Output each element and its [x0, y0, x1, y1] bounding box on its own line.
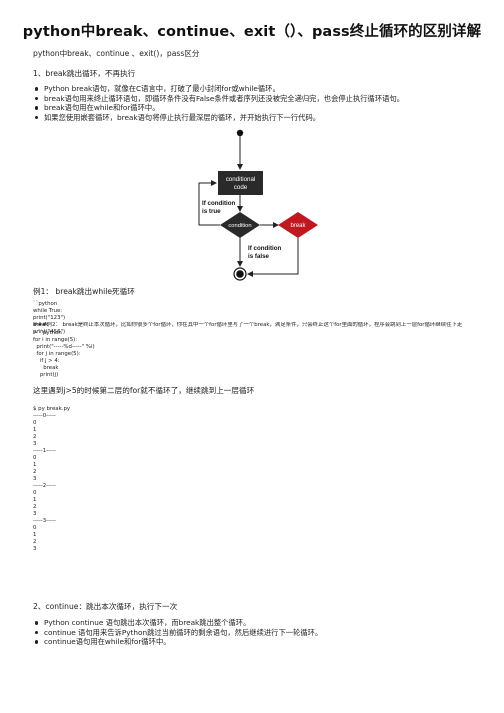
list-item: 如果您使用嵌套循环，break语句将停止执行最深层的循环，并开始执行下一行代码。 [33, 113, 404, 123]
start-node [236, 129, 244, 137]
article-title: python中break、continue、exit（）、pass终止循环的区别… [22, 24, 482, 40]
if-false-label-line1: If condition [248, 245, 282, 252]
output-line: 2 [33, 504, 37, 510]
output-line: 3 [33, 511, 37, 517]
condition-diamond [220, 212, 260, 238]
output-line: -----3----- [33, 518, 56, 524]
output-prompt: $ py break.py [33, 406, 71, 412]
code-line: break [33, 365, 59, 371]
code-line: print("-----%d-----" %i) [33, 344, 95, 350]
code-line: print("456") [33, 329, 66, 335]
output-line: 0 [33, 420, 37, 426]
output-line: 3 [33, 546, 37, 552]
output-line: 2 [33, 539, 37, 545]
output-line: 0 [33, 525, 37, 531]
output-line: 1 [33, 462, 37, 468]
example2-explanation: ###例2： break是终止本次循环，比如你很多个for循环，你在其中一个fo… [33, 322, 463, 328]
break-flowchart: conditional code condition If condition … [198, 129, 318, 281]
code-line: print(j) [33, 372, 59, 378]
break-diamond [278, 212, 318, 238]
section1-heading: 1、break跳出循环，不再执行 [33, 69, 136, 78]
code-line: for i in range(5): [33, 337, 78, 343]
output-line: 0 [33, 490, 37, 496]
list-item: Python continue 语句跳出本次循环，而break跳出整个循环。 [33, 618, 322, 628]
conditional-code-label-line1: conditional [226, 176, 256, 183]
section1-bullet-list: Python break语句，就像在C语言中，打破了最小封闭for或while循… [33, 84, 404, 122]
break-label: break [290, 223, 306, 229]
list-item: break语句用在while和for循环中。 [33, 103, 404, 113]
code-line: break [33, 322, 49, 328]
example1-heading: 例1： break跳出while死循环 [33, 287, 135, 296]
if-true-label-line1: If condition [202, 200, 236, 207]
code-line: if j > 4: [33, 358, 60, 364]
conditional-code-label-line2: code [234, 184, 248, 191]
example2-note: 这里遇到j>5的时候第二层的for就不循环了，继续跳到上一层循环 [33, 386, 255, 395]
output-line: 1 [33, 497, 37, 503]
program-output: $ py break.py -----0----- 0 1 2 3 -----1… [33, 406, 70, 553]
output-line: -----1----- [33, 448, 56, 454]
output-line: 0 [33, 455, 37, 461]
list-item: continue语句用在while和for循环中。 [33, 637, 322, 647]
article-subtitle: python中break、continue 、exit()，pass区分 [33, 49, 200, 58]
output-line: 1 [33, 427, 37, 433]
condition-label: condition [228, 223, 251, 229]
code-line: ``python [33, 301, 58, 307]
output-line: 3 [33, 476, 37, 482]
example1-code: ``python while True: print("123") break … [33, 301, 65, 336]
list-item: continue 语句用来告诉Python跳过当前循环的剩余语句，然后继续进行下… [33, 628, 322, 638]
output-line: -----0----- [33, 413, 56, 419]
code-line: while True: [33, 308, 63, 314]
list-item: break语句用来终止循环语句，即循环条件没有False条件或者序列还没被完全递… [33, 94, 404, 104]
output-line: 3 [33, 441, 37, 447]
example2-code: >``python for i in range(5): print("----… [33, 330, 95, 379]
code-line: for j in range(5): [33, 351, 81, 357]
conditional-code-box [218, 171, 263, 195]
if-false-label-line2: is false [248, 253, 270, 260]
output-line: 1 [33, 532, 37, 538]
section2-heading: 2、continue：跳出本次循环，执行下一次 [33, 602, 178, 611]
output-line: -----2----- [33, 483, 56, 489]
output-line: 2 [33, 434, 37, 440]
code-line: >``python [33, 330, 62, 336]
section2-bullet-list: Python continue 语句跳出本次循环，而break跳出整个循环。 c… [33, 618, 322, 647]
if-true-label-line2: is true [202, 208, 221, 215]
code-line: print("123") [33, 315, 66, 321]
output-line: 2 [33, 469, 37, 475]
list-item: Python break语句，就像在C语言中，打破了最小封闭for或while循… [33, 84, 404, 94]
end-node [236, 270, 244, 278]
